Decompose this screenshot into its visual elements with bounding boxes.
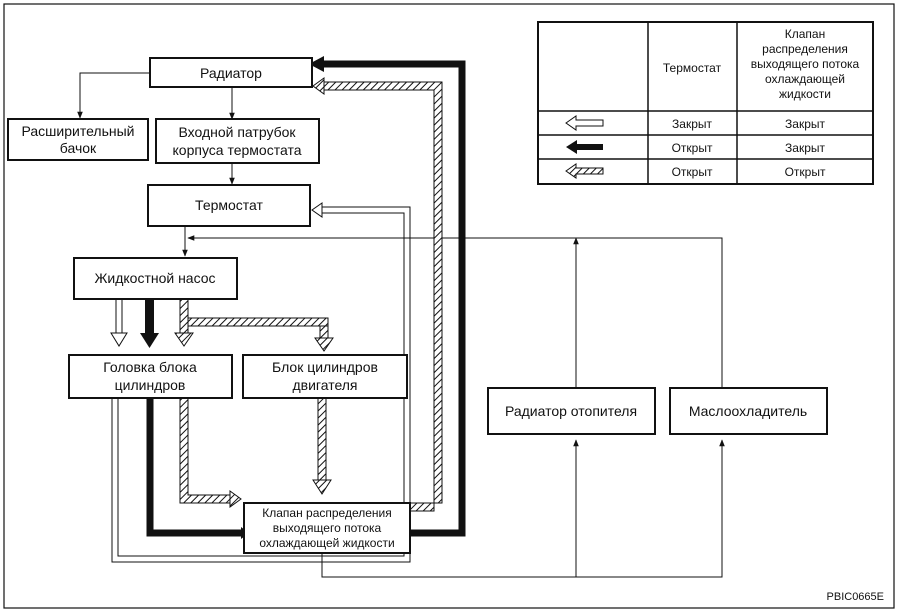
cylinder-head-label-line1: Головка блока — [103, 359, 197, 375]
hatched-arrowhead-radiator — [312, 77, 325, 95]
reservoir-label-line2: бачок — [60, 140, 97, 156]
legend-header-valve-line2: распределения — [762, 42, 848, 56]
hollow-arrowhead-thermostat — [311, 202, 323, 218]
hatched-arrow-icon — [565, 163, 604, 179]
component-boxes: Радиатор Расширительный бачок Входной па… — [7, 57, 828, 554]
solid-line-valve-to-radiator — [322, 60, 466, 537]
cylinder-head-box — [68, 354, 233, 399]
flow-control-valve-box — [243, 502, 411, 554]
cylinder-block-box — [242, 354, 408, 399]
thermostat-box — [147, 184, 311, 227]
cylinder-block-label-line2: двигателя — [292, 377, 357, 393]
legend-table: Термостат Клапан распределения выходящег… — [537, 21, 874, 185]
hollow-line-head-to-thermostat-inner — [117, 212, 405, 557]
oil-cooler-box — [669, 387, 828, 435]
line-valve-to-oilcooler — [321, 439, 725, 578]
hatched-arrowhead-valve-b — [312, 479, 332, 495]
radiator-label: Радиатор — [200, 65, 262, 81]
thermostat-housing-label-line2: корпуса термостата — [173, 142, 302, 158]
hollow-arrow-icon — [565, 115, 604, 131]
water-pump-box — [73, 257, 238, 300]
legend-row2-thermostat: Открыт — [672, 141, 713, 155]
hatched-line-to-block — [187, 317, 329, 327]
legend-row1-thermostat: Закрыт — [672, 117, 712, 131]
legend-header-valve-line1: Клапан — [785, 27, 825, 41]
heater-core-box — [487, 387, 656, 435]
cylinder-head-label-line2: цилиндров — [115, 377, 186, 393]
hollow-line-head-to-thermostat-outer — [111, 206, 411, 563]
hollow-arrowhead-head — [110, 332, 128, 347]
solid-line-pump-to-head — [145, 299, 154, 333]
legend-row3-valve: Открыт — [785, 165, 826, 179]
flow-control-valve-label-line3: охлаждающей жидкости — [259, 536, 394, 550]
legend-row1-valve: Закрыт — [785, 117, 825, 131]
hatched-arrowhead-block — [314, 337, 334, 352]
reservoir-label-line1: Расширительный — [22, 123, 135, 139]
solid-arrowhead-radiator — [309, 56, 324, 72]
figure-code: PBIC0665E — [827, 591, 884, 603]
legend-header-valve-line3: выходящего потока — [751, 57, 860, 71]
hatched-line-pump-down — [179, 298, 189, 334]
legend-header-valve-line4: охлаждающей — [765, 72, 845, 86]
heater-core-label: Радиатор отопителя — [505, 403, 637, 419]
thermostat-housing-box — [155, 118, 320, 164]
hatched-line-block-drop — [319, 325, 329, 339]
legend-frame — [537, 21, 874, 185]
flow-control-valve-label-line1: Клапан распределения — [262, 506, 392, 520]
oil-cooler-label: Маслоохладитель — [689, 403, 807, 419]
thin-flow-lines — [77, 72, 725, 578]
legend-header-thermostat: Термостат — [663, 61, 722, 75]
solid-arrowhead-head — [140, 333, 159, 348]
legend-row2-valve: Закрыт — [785, 141, 825, 155]
line-radiator-to-reservoir — [77, 72, 150, 119]
water-pump-label: Жидкостной насос — [94, 270, 215, 286]
legend-row3-thermostat: Открыт — [672, 165, 713, 179]
solid-arrow-icon — [566, 140, 603, 154]
line-oilcooler-return — [187, 235, 723, 388]
hatched-flows — [174, 77, 443, 512]
radiator-box — [149, 57, 313, 88]
solid-line-head-to-valve — [146, 398, 241, 537]
thermostat-housing-label-line1: Входной патрубок — [178, 124, 296, 140]
flow-control-valve-label-line2: выходящего потока — [273, 521, 382, 535]
thermostat-label: Термостат — [195, 197, 263, 213]
legend-header-valve-line5: жидкости — [779, 87, 831, 101]
reservoir-box — [7, 118, 149, 161]
cylinder-block-label-line1: Блок цилиндров — [272, 359, 378, 375]
hollow-flows — [110, 202, 411, 563]
hatched-arrowhead-valve-a — [229, 490, 242, 508]
hatched-line-block-to-valve — [317, 397, 327, 481]
hatched-arrowhead-head — [174, 332, 194, 347]
